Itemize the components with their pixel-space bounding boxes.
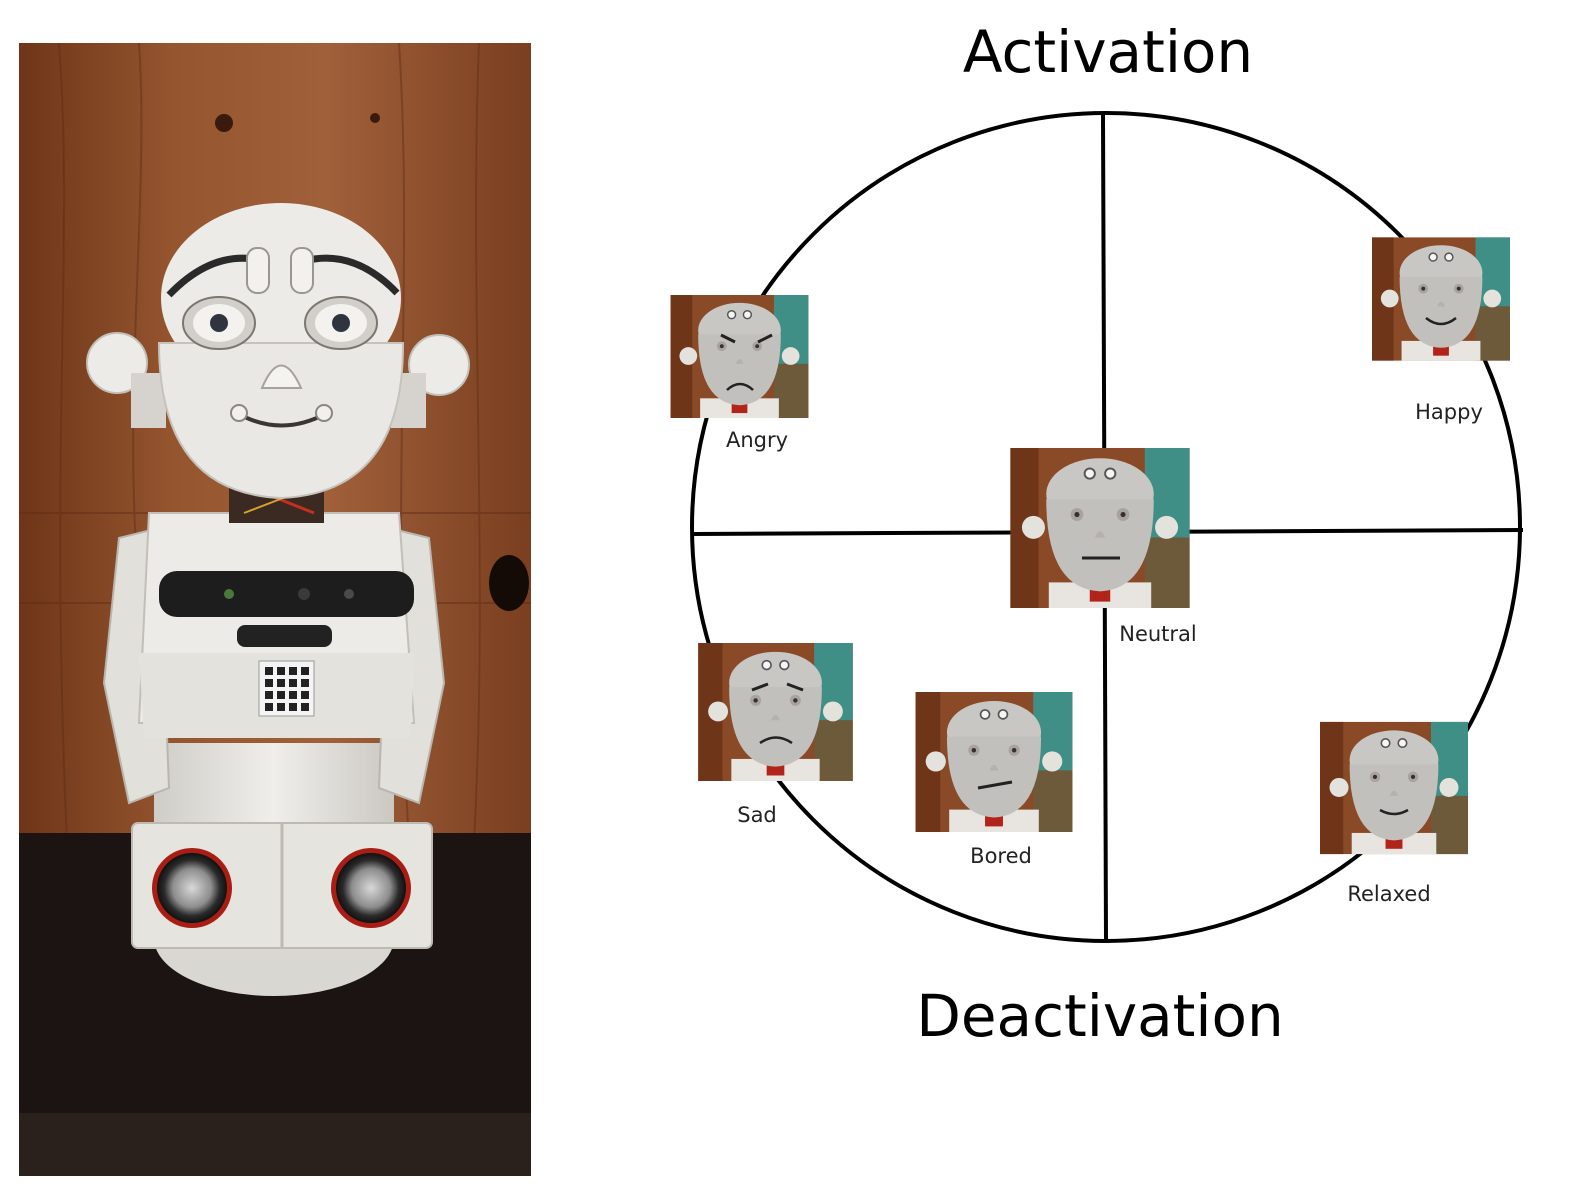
emotion-angry: Angry	[669, 295, 810, 452]
neutral-label: Neutral	[1119, 622, 1197, 646]
robot-illustration	[19, 43, 531, 1176]
happy-face-image	[1372, 236, 1510, 362]
emotion-sad: Sad	[697, 643, 854, 827]
sad-face-image	[697, 643, 854, 781]
emotion-relaxed: Relaxed	[1320, 721, 1468, 906]
nose	[260, 364, 303, 389]
neutral-face-image	[1009, 448, 1191, 608]
bored-label: Bored	[970, 844, 1032, 868]
emotion-bored: Bored	[914, 692, 1074, 868]
depth-camera	[159, 571, 414, 617]
door-hole	[489, 555, 529, 611]
camera-mount	[237, 625, 332, 647]
robot-photo	[19, 43, 531, 1176]
right-brow	[303, 254, 400, 296]
angry-face-image	[669, 295, 810, 418]
emotion-happy: Happy	[1372, 236, 1510, 424]
angry-label: Angry	[726, 428, 788, 452]
bored-face-image	[914, 692, 1074, 832]
activation-label: Activation	[963, 18, 1253, 86]
sad-label: Sad	[737, 803, 777, 827]
relaxed-face-image	[1320, 721, 1468, 855]
deactivation-label: Deactivation	[916, 982, 1284, 1050]
emotion-neutral: Neutral	[1009, 448, 1197, 646]
relaxed-label: Relaxed	[1347, 882, 1430, 906]
happy-label: Happy	[1415, 400, 1483, 424]
wood-knot	[215, 114, 233, 132]
